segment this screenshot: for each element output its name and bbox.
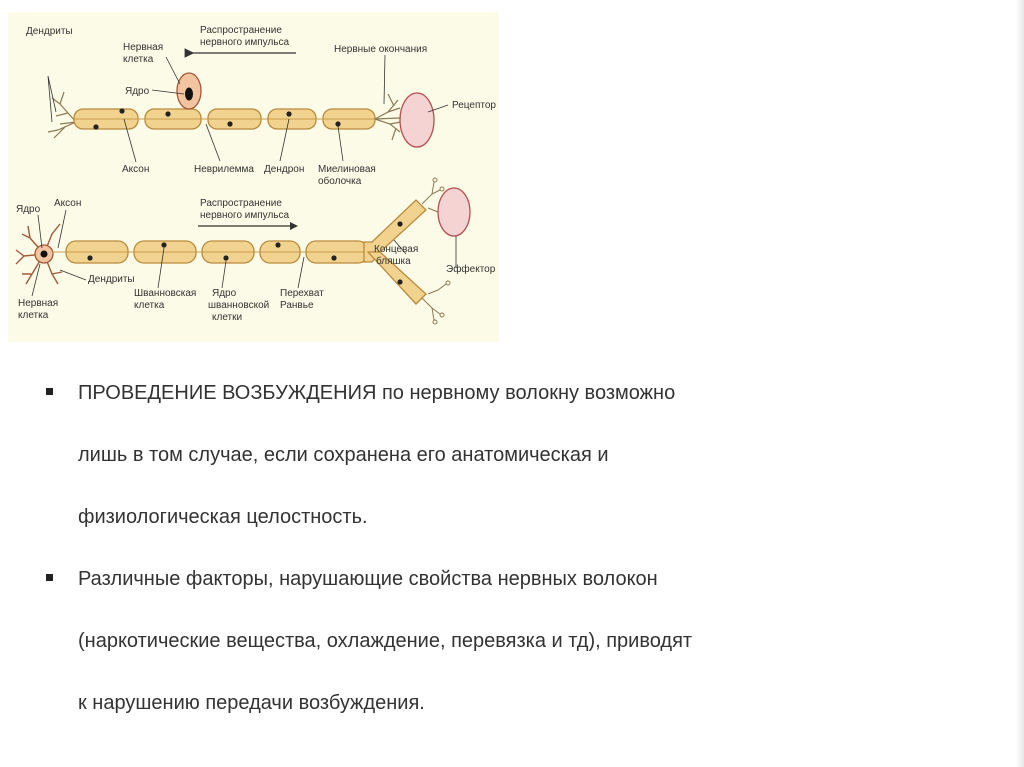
label-ranvier-1: Перехват bbox=[280, 288, 324, 299]
label-nerve-endings: Нервные окончания bbox=[334, 44, 427, 55]
label-schwann-nucleus-2: шванновской bbox=[208, 300, 269, 311]
label-myelin-1: Миелиновая bbox=[318, 164, 376, 175]
label-nucleus: Ядро bbox=[125, 86, 150, 97]
slide-edge-shadow bbox=[1016, 0, 1024, 767]
label-bottom-impulse-2: нервного импульса bbox=[200, 210, 290, 221]
label-schwann-nucleus-1: Ядро bbox=[212, 288, 237, 299]
neuron-diagram-svg: Дендриты Нервная клетка Ядро Распростран… bbox=[8, 12, 499, 342]
bullet-line: лишь в том случае, если сохранена его ан… bbox=[78, 424, 886, 486]
bullet-line: физиологическая целостность. bbox=[78, 486, 886, 548]
label-dendrites: Дендриты bbox=[26, 26, 73, 37]
label-impulse-1: Распространение bbox=[200, 25, 282, 36]
label-bottom-nucleus: Ядро bbox=[16, 204, 41, 215]
label-bottom-nerve-cell-2: клетка bbox=[18, 310, 49, 321]
slide-bullet-list: ПРОВЕДЕНИЕ ВОЗБУЖДЕНИЯ по нервному волок… bbox=[46, 362, 886, 734]
label-impulse-2: нервного импульса bbox=[200, 37, 290, 48]
label-bottom-impulse-1: Распространение bbox=[200, 198, 282, 209]
bullet-line: Различные факторы, нарушающие свойства н… bbox=[78, 548, 886, 610]
label-schwann-1: Шванновская bbox=[134, 288, 196, 299]
label-plaque-1: Концевая bbox=[374, 244, 418, 255]
label-ranvier-2: Ранвье bbox=[280, 300, 314, 311]
bullet-item: Различные факторы, нарушающие свойства н… bbox=[46, 548, 886, 734]
label-axon: Аксон bbox=[122, 164, 149, 175]
label-schwann-nucleus-3: клетки bbox=[212, 312, 242, 323]
top-neuron: Дендриты Нервная клетка Ядро Распростран… bbox=[26, 25, 496, 187]
label-bottom-axon: Аксон bbox=[54, 198, 81, 209]
bottom-effector bbox=[438, 188, 470, 236]
label-dendron: Дендрон bbox=[264, 164, 304, 175]
bullet-line: ПРОВЕДЕНИЕ ВОЗБУЖДЕНИЯ по нервному волок… bbox=[78, 362, 886, 424]
label-myelin-2: оболочка bbox=[318, 175, 362, 187]
bullet-marker-icon bbox=[46, 574, 53, 581]
top-receptor bbox=[400, 93, 434, 147]
bottom-cell-nucleus bbox=[41, 251, 48, 258]
bullet-marker-icon bbox=[46, 388, 53, 395]
top-dendrite-branches bbox=[48, 92, 76, 138]
top-terminal-branches bbox=[375, 94, 401, 140]
neuron-diagram: Дендриты Нервная клетка Ядро Распростран… bbox=[8, 12, 499, 342]
label-bottom-nerve-cell-1: Нервная bbox=[18, 298, 58, 309]
bullet-item: ПРОВЕДЕНИЕ ВОЗБУЖДЕНИЯ по нервному волок… bbox=[46, 362, 886, 548]
label-schwann-2: клетка bbox=[134, 300, 165, 311]
bullet-line: (наркотические вещества, охлаждение, пер… bbox=[78, 610, 886, 672]
label-receptor: Рецептор bbox=[452, 100, 496, 111]
label-plaque-2: бляшка bbox=[376, 255, 411, 267]
bottom-neuron: Ядро Аксон Распространение нервного импу… bbox=[16, 178, 496, 324]
label-nerve-cell-1: Нервная bbox=[123, 42, 163, 53]
label-nerve-cell-2: клетка bbox=[123, 54, 154, 65]
label-bottom-dendrites: Дендриты bbox=[88, 274, 135, 285]
label-effector: Эффектор bbox=[446, 263, 496, 275]
bullet-line: к нарушению передачи возбуждения. bbox=[78, 672, 886, 734]
label-neurilemma: Неврилемма bbox=[194, 164, 254, 175]
top-cell-nucleus bbox=[185, 88, 193, 101]
bottom-impulse-arrowhead bbox=[290, 222, 298, 230]
